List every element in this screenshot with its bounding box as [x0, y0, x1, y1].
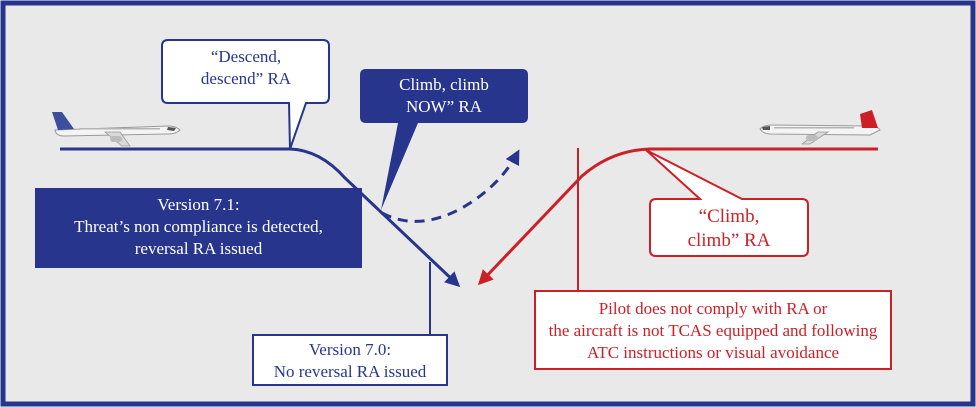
climb-now-ra-line-1: Climb, climb	[399, 75, 489, 94]
pilot-note-box: Pilot does not comply with RA or the air…	[534, 290, 892, 370]
version-70-line-1: Version 7.0:	[308, 340, 392, 359]
airliner-red-tail-icon	[759, 110, 881, 145]
reversal-maneuver-dashed-line	[381, 149, 520, 223]
version-70-line-2: No reversal RA issued	[273, 362, 427, 381]
version-71-box: Version 7.1: Threat’s non compliance is …	[35, 188, 362, 268]
descend-ra-callout-bubble	[161, 39, 330, 150]
climb-now-ra-line-2: NOW” RA	[405, 97, 482, 116]
version-71-line-2: Threat’s non compliance is detected,	[74, 217, 323, 236]
descend-ra-callout: “Descend, descend” RA	[166, 46, 326, 90]
climb-ra-callout-bubble	[645, 149, 809, 257]
climb-ra-line-1: “Climb,	[698, 206, 760, 227]
version-71-line-3: reversal RA issued	[134, 239, 263, 258]
version-70-box: Version 7.0: No reversal RA issued	[252, 334, 448, 386]
climb-now-ra-callout: Climb, climb NOW” RA	[362, 74, 526, 118]
climb-ra-callout: “Climb, climb” RA	[652, 205, 806, 253]
climb-now-ra-callout-bubble	[360, 69, 528, 210]
descend-ra-line-2: descend” RA	[200, 69, 292, 88]
pilot-note-line-3: ATC instructions or visual avoidance	[586, 343, 840, 362]
blue-trajectory	[60, 147, 461, 288]
airliner-blue-tail-icon	[52, 112, 181, 147]
red-trajectory	[477, 147, 878, 286]
climb-ra-line-2: climb” RA	[687, 230, 771, 251]
pilot-note-line-2: the aircraft is not TCAS equipped and fo…	[548, 321, 878, 340]
descend-ra-line-1: “Descend,	[210, 47, 282, 66]
version-71-line-1: Version 7.1:	[157, 195, 240, 214]
pilot-note-line-1: Pilot does not comply with RA or	[598, 299, 828, 318]
